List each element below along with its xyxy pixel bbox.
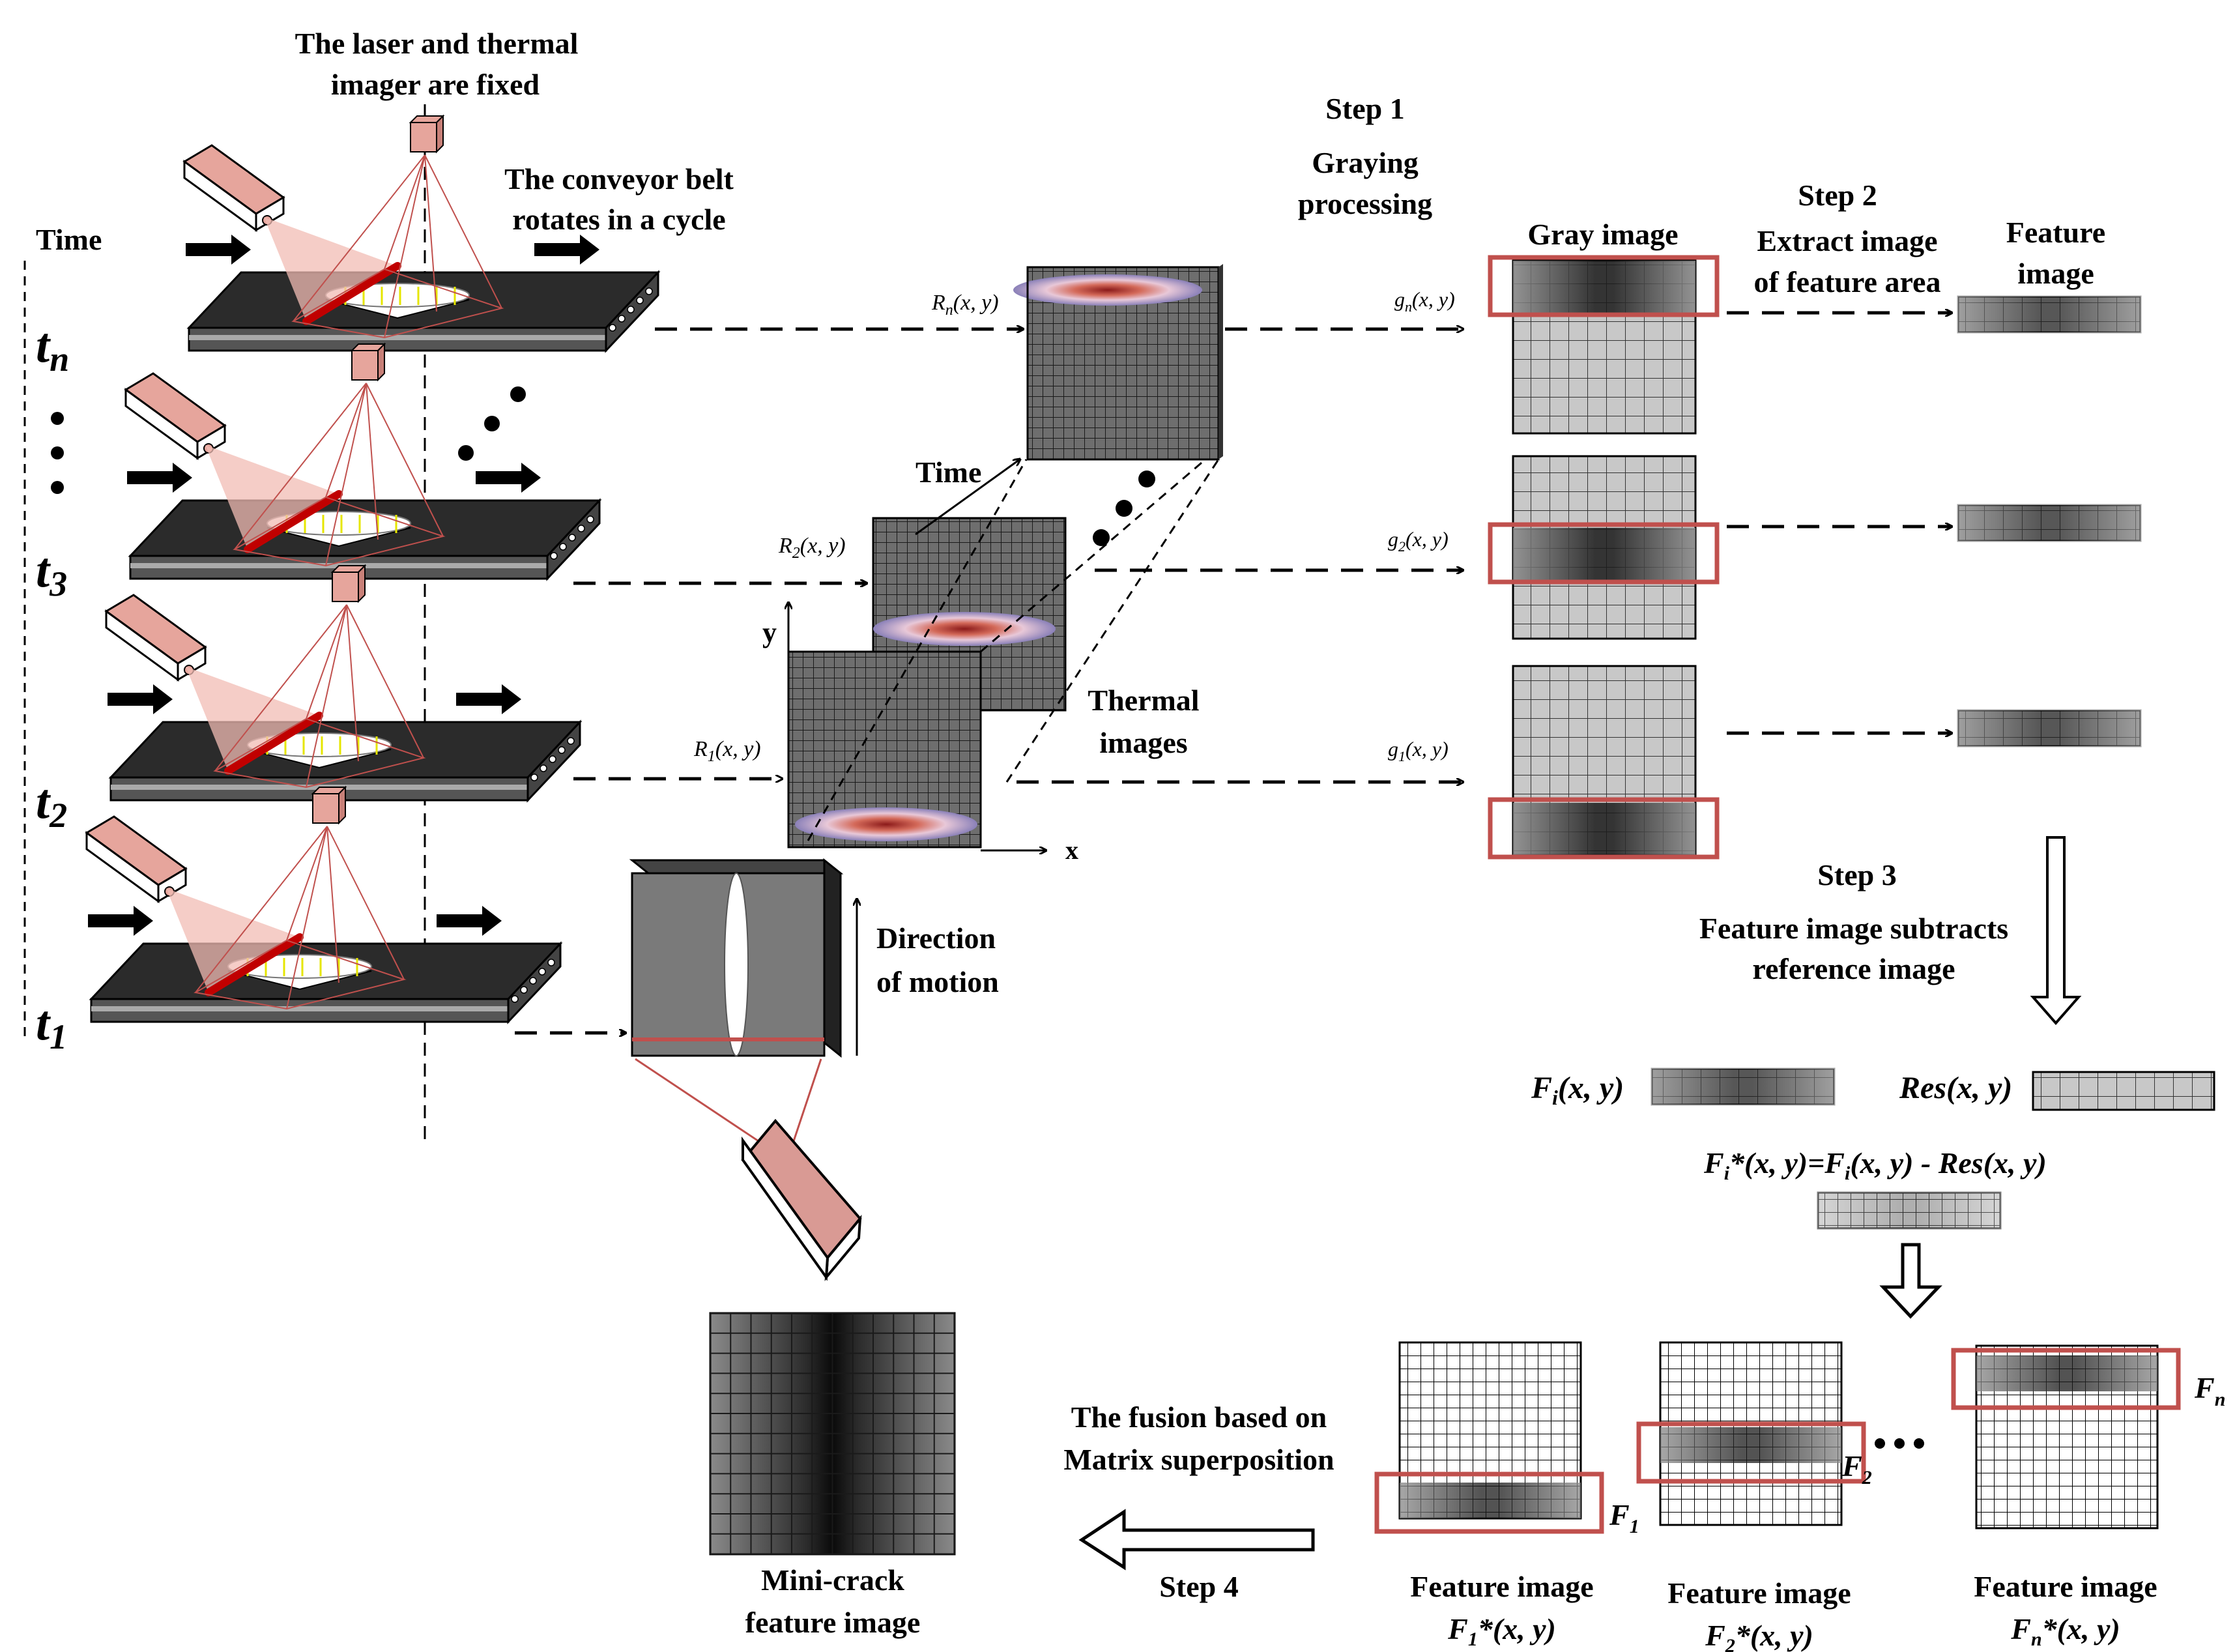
fusion-line2: Matrix superposition (1063, 1443, 1334, 1476)
gn-label: gn(x, y) (1394, 287, 1455, 315)
gray-image-2 (1488, 455, 1720, 640)
step4-title: Step 4 (1159, 1570, 1238, 1603)
ellipsis-dot (51, 412, 64, 425)
step3-line1: Feature image subtracts (1699, 912, 2008, 945)
subtracted-strip (1817, 1191, 2002, 1230)
feature-strip-1 (1957, 709, 2142, 747)
feature-image-n (1951, 1344, 2181, 1529)
r1-label: R1(x, y) (693, 737, 761, 765)
ellipsis-dot (1093, 529, 1110, 546)
thermal-camera-bottom (741, 1118, 862, 1282)
step2-line2: of feature area (1754, 265, 1941, 298)
ellipsis-dot (51, 481, 64, 494)
step2-title: Step 2 (1798, 179, 1877, 212)
feature-image-1 (1374, 1341, 1604, 1534)
thermal-label-line1: Thermal (1088, 684, 1199, 717)
subtraction-equation: Fi*(x, y)=Fi(x, y) - Res(x, y) (1703, 1146, 2047, 1184)
fusion-line1: The fusion based on (1071, 1400, 1327, 1434)
f1-box-label: F1 (1609, 1498, 1639, 1537)
mini-crack-title-line2: feature image (745, 1606, 921, 1639)
ellipsis-dot (458, 445, 474, 461)
step3-title: Step 3 (1817, 858, 1896, 891)
direction-label-line2: of motion (876, 965, 999, 998)
r2-label: R2(x, y) (778, 534, 846, 562)
feature-image-2-title: Feature image (1667, 1576, 1851, 1610)
direction-label-line1: Direction (876, 921, 996, 955)
down-hollow-arrow (2030, 836, 2082, 1026)
cube-time-label: Time (916, 456, 981, 489)
gray-image-1 (1488, 665, 1720, 860)
feature-image-2 (1636, 1341, 1866, 1526)
conveyor-stations (85, 114, 661, 1024)
ellipsis-dot (510, 386, 526, 402)
fi-strip (1651, 1067, 1836, 1106)
down-hollow-arrow (1879, 1243, 1942, 1319)
feature-image-n-formula: Fn*(x, y) (2010, 1612, 2120, 1650)
ellipsis-dot (51, 446, 64, 459)
res-label: Res(x, y) (1899, 1071, 2012, 1105)
thermal-image-stack (787, 264, 1223, 848)
t-3-label: t3 (36, 543, 67, 603)
f2-box-label: F2 (1841, 1449, 1872, 1488)
station-tn (182, 114, 661, 353)
feature-title-line1: Feature (2006, 216, 2105, 249)
feature-image-1-title: Feature image (1410, 1570, 1593, 1603)
left-hollow-arrow (1078, 1509, 1315, 1571)
station-t1 (85, 785, 563, 1024)
g2-label: g2(x, y) (1388, 527, 1449, 555)
ellipsis-dot (1914, 1438, 1924, 1449)
fn-box-label: Fn (2194, 1371, 2225, 1410)
fi-label: Fi(x, y) (1531, 1071, 1624, 1109)
feature-image-2-formula: F2*(x, y) (1705, 1619, 1813, 1652)
mini-crack-image (709, 1312, 956, 1556)
feature-title-line2: image (2017, 257, 2094, 290)
ellipsis-dot (1116, 500, 1132, 517)
crack-view-box (629, 858, 844, 1158)
res-strip (2032, 1071, 2215, 1111)
thermal-label-line2: images (1099, 726, 1187, 759)
belt-caption-line2: rotates in a cycle (512, 203, 725, 236)
gray-image-title: Gray image (1527, 218, 1678, 251)
step2-line1: Extract image (1757, 224, 1937, 257)
step1-title: Step 1 (1325, 92, 1404, 125)
t-1-label: t1 (36, 996, 67, 1056)
ellipsis-dot (1875, 1438, 1885, 1449)
mini-crack-title-line1: Mini-crack (761, 1563, 904, 1597)
step1-line1: Graying (1312, 146, 1419, 179)
rn-label: Rn(x, y) (931, 291, 999, 319)
feature-image-n-title: Feature image (1974, 1570, 2157, 1603)
ellipsis-dot (484, 416, 500, 431)
time-axis-label: Time (36, 223, 102, 256)
t-2-label: t2 (36, 774, 67, 835)
station-t3 (124, 342, 602, 581)
ellipsis-dot (1894, 1438, 1905, 1449)
fixed-caption-line1: The laser and thermal (295, 27, 579, 60)
feature-strip-2 (1957, 504, 2142, 542)
x-axis-label: x (1065, 835, 1078, 865)
feature-strip-n (1957, 295, 2142, 334)
gray-image-n (1488, 255, 1720, 435)
belt-caption-line1: The conveyor belt (504, 162, 734, 196)
ellipsis-dot (1138, 471, 1155, 487)
feature-image-1-formula: F1*(x, y) (1447, 1612, 1556, 1650)
g1-label: g1(x, y) (1388, 737, 1449, 764)
step1-line2: processing (1298, 187, 1432, 220)
fixed-caption-line2: imager are fixed (331, 68, 540, 101)
station-t2 (104, 564, 583, 803)
y-axis-label: y (762, 616, 777, 648)
t-n-label: tn (36, 318, 69, 379)
step3-line2: reference image (1752, 952, 1955, 985)
